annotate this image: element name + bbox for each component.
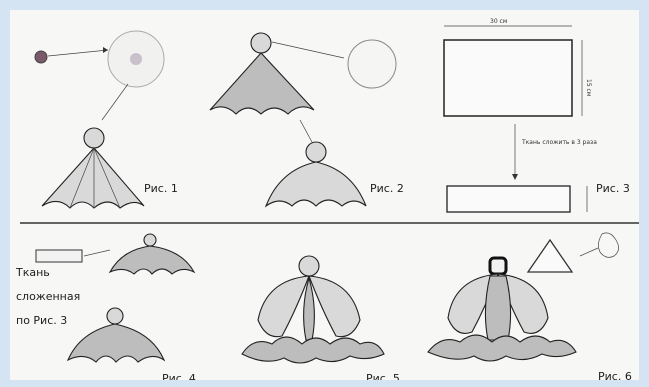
scarf-triangle (528, 240, 572, 272)
fold-arrow-head (512, 174, 518, 180)
fig6-group: Рис. 6 (428, 233, 632, 380)
left-wing (258, 276, 309, 337)
fold-note: Ткань сложить в 3 раза (521, 139, 597, 146)
scarf-sketch (598, 233, 618, 257)
doll-skirt (68, 324, 164, 362)
fig5-label: Рис. 5 (366, 372, 400, 380)
doll-skirt (110, 246, 194, 274)
fabric-circle (348, 40, 396, 88)
center-fold (304, 278, 315, 340)
doll-head (84, 128, 104, 148)
side-note-line1: Ткань (15, 266, 50, 279)
connector-line (580, 248, 598, 256)
arrow-head (103, 47, 108, 53)
doll-head (144, 234, 156, 246)
fig3-group: 30 см 15 см Ткань сложить в 3 раза Рис. … (444, 18, 630, 212)
fig1-label: Рис. 1 (144, 182, 178, 195)
small-ball (35, 51, 47, 63)
fig2-label: Рис. 2 (370, 182, 404, 195)
fig3-label: Рис. 3 (596, 182, 630, 195)
doll-skirt (42, 148, 144, 208)
arrow-line (48, 50, 108, 56)
center-fold (485, 276, 510, 340)
fig6-label: Рис. 6 (598, 370, 632, 380)
fabric-center (130, 53, 142, 65)
right-wing (309, 276, 360, 337)
connector-line (84, 250, 110, 256)
doll-head (306, 142, 326, 162)
connector-line (102, 84, 128, 120)
doll-skirt (266, 162, 366, 206)
doll-head (490, 258, 506, 274)
fig4-label: Рис. 4 (162, 372, 196, 380)
folded-fabric (447, 186, 570, 212)
side-note-line2: сложенная (16, 290, 80, 303)
instruction-diagram: Рис. 1 Рис. 2 30 см 15 см Ткань сложить … (10, 10, 639, 380)
connector-line (272, 42, 344, 58)
connector-line (300, 120, 312, 142)
width-label: 30 см (490, 18, 507, 25)
fig5-group: Рис. 5 (242, 256, 400, 380)
skirt-ruffle (242, 337, 384, 363)
fabric-rectangle (444, 40, 572, 116)
side-note-line3: по Рис. 3 (16, 314, 67, 327)
fig4-group: Ткань сложенная по Рис. 3 Рис. 4 (15, 234, 196, 380)
doll-head (107, 308, 123, 324)
fig2-group: Рис. 2 (210, 33, 404, 206)
doll-skirt (210, 53, 314, 114)
height-label: 15 см (585, 79, 592, 96)
folded-fabric-small (36, 250, 82, 262)
doll-head (299, 256, 319, 276)
skirt-ruffle (428, 335, 576, 361)
doll-head (251, 33, 271, 53)
fig1-group: Рис. 1 (35, 31, 178, 208)
